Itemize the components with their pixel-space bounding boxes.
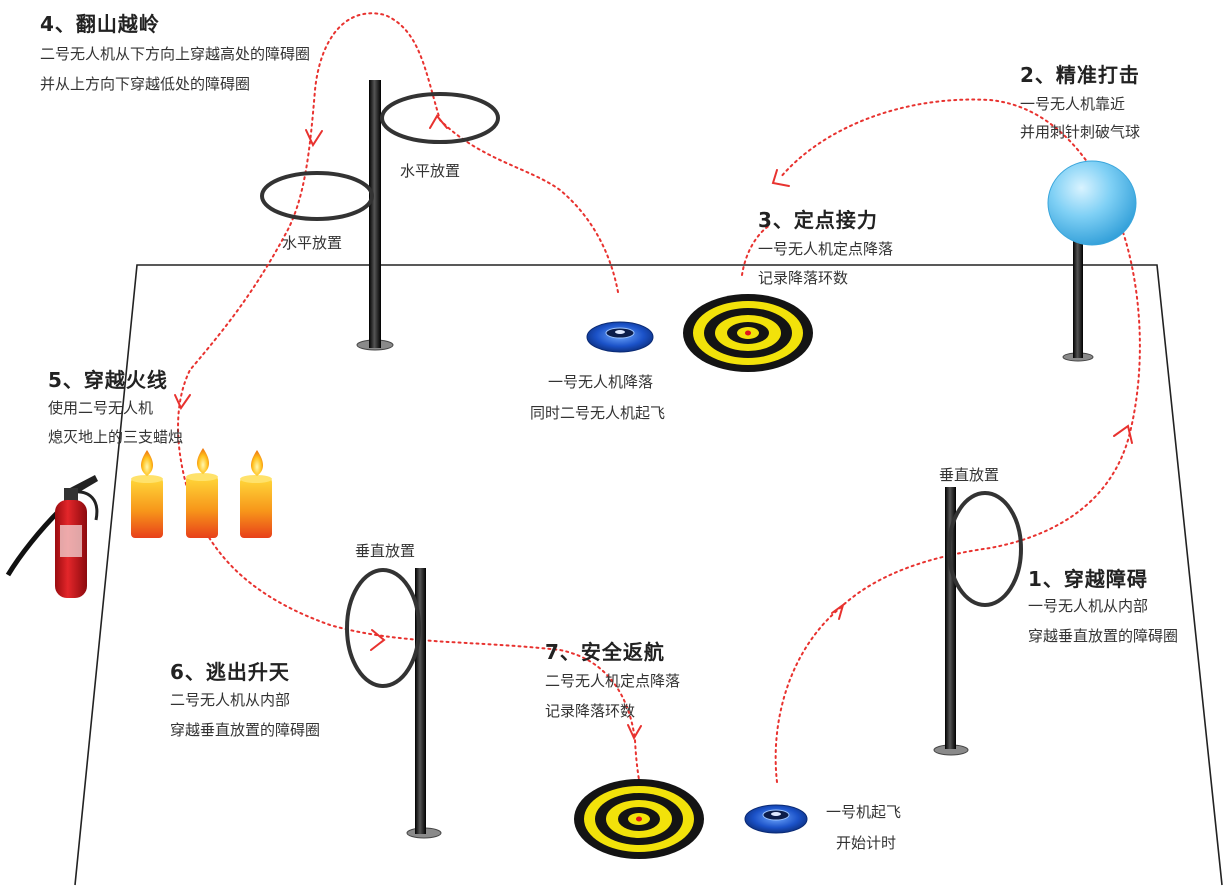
step5-title: 5、穿越火线 <box>48 368 168 392</box>
balloon-stand <box>1047 160 1137 362</box>
step1-title: 1、穿越障碍 <box>1028 567 1148 591</box>
step1-line1: 一号无人机从内部 <box>1028 597 1149 615</box>
horizontal-label-high: 水平放置 <box>400 162 461 180</box>
start-line2: 开始计时 <box>836 834 897 852</box>
handoff-drone-icon <box>586 321 654 353</box>
start-drone-icon <box>744 804 808 834</box>
high-low-rings-stand <box>260 80 500 351</box>
vertical-label-1: 垂直放置 <box>939 466 1000 484</box>
step5-line1: 使用二号无人机 <box>48 399 154 417</box>
handoff-line1: 一号无人机降落 <box>548 373 654 391</box>
step7-line2: 记录降落环数 <box>545 702 636 720</box>
vertical-ring-stand-6 <box>345 568 442 839</box>
handoff-line2: 同时二号无人机起飞 <box>530 404 666 422</box>
candles <box>131 448 272 538</box>
step6-line2: 穿越垂直放置的障碍圈 <box>170 721 321 739</box>
step6-title: 6、逃出升天 <box>170 660 290 684</box>
step3-title: 3、定点接力 <box>758 208 878 232</box>
low-horizontal-ring <box>260 171 374 221</box>
step4-title: 4、翻山越岭 <box>40 12 160 36</box>
balloon <box>1047 160 1137 246</box>
vertical-ring-1 <box>947 491 1023 607</box>
step3-line2: 记录降落环数 <box>758 269 849 287</box>
candle-2 <box>186 448 218 538</box>
step7-title: 7、安全返航 <box>545 640 665 664</box>
high-horizontal-ring <box>380 92 500 144</box>
arena-boundary <box>74 264 1223 886</box>
start-line1: 一号机起飞 <box>826 803 902 821</box>
step4-line1: 二号无人机从下方向上穿越高处的障碍圈 <box>40 45 311 63</box>
vertical-ring-stand-1 <box>933 487 1023 756</box>
step4-line2: 并从上方向下穿越低处的障碍圈 <box>40 75 251 93</box>
step1-line2: 穿越垂直放置的障碍圈 <box>1028 627 1179 645</box>
step2-line1: 一号无人机靠近 <box>1020 95 1126 113</box>
step7-line1: 二号无人机定点降落 <box>545 672 681 690</box>
target-lower-icon <box>574 779 704 859</box>
vertical-label-6: 垂直放置 <box>355 542 416 560</box>
horizontal-label-low: 水平放置 <box>282 234 343 252</box>
fire-extinguisher-icon <box>5 475 99 598</box>
candle-3 <box>240 450 272 538</box>
path-arrows <box>174 114 1133 741</box>
step3-line1: 一号无人机定点降落 <box>758 240 894 258</box>
candle-1 <box>131 450 163 538</box>
target-upper-icon <box>683 294 813 372</box>
step2-title: 2、精准打击 <box>1020 63 1140 87</box>
step5-line2: 熄灭地上的三支蜡烛 <box>48 428 184 446</box>
step6-line1: 二号无人机从内部 <box>170 691 291 709</box>
step2-line2: 并用刺针刺破气球 <box>1020 123 1141 141</box>
vertical-ring-6 <box>345 568 421 688</box>
